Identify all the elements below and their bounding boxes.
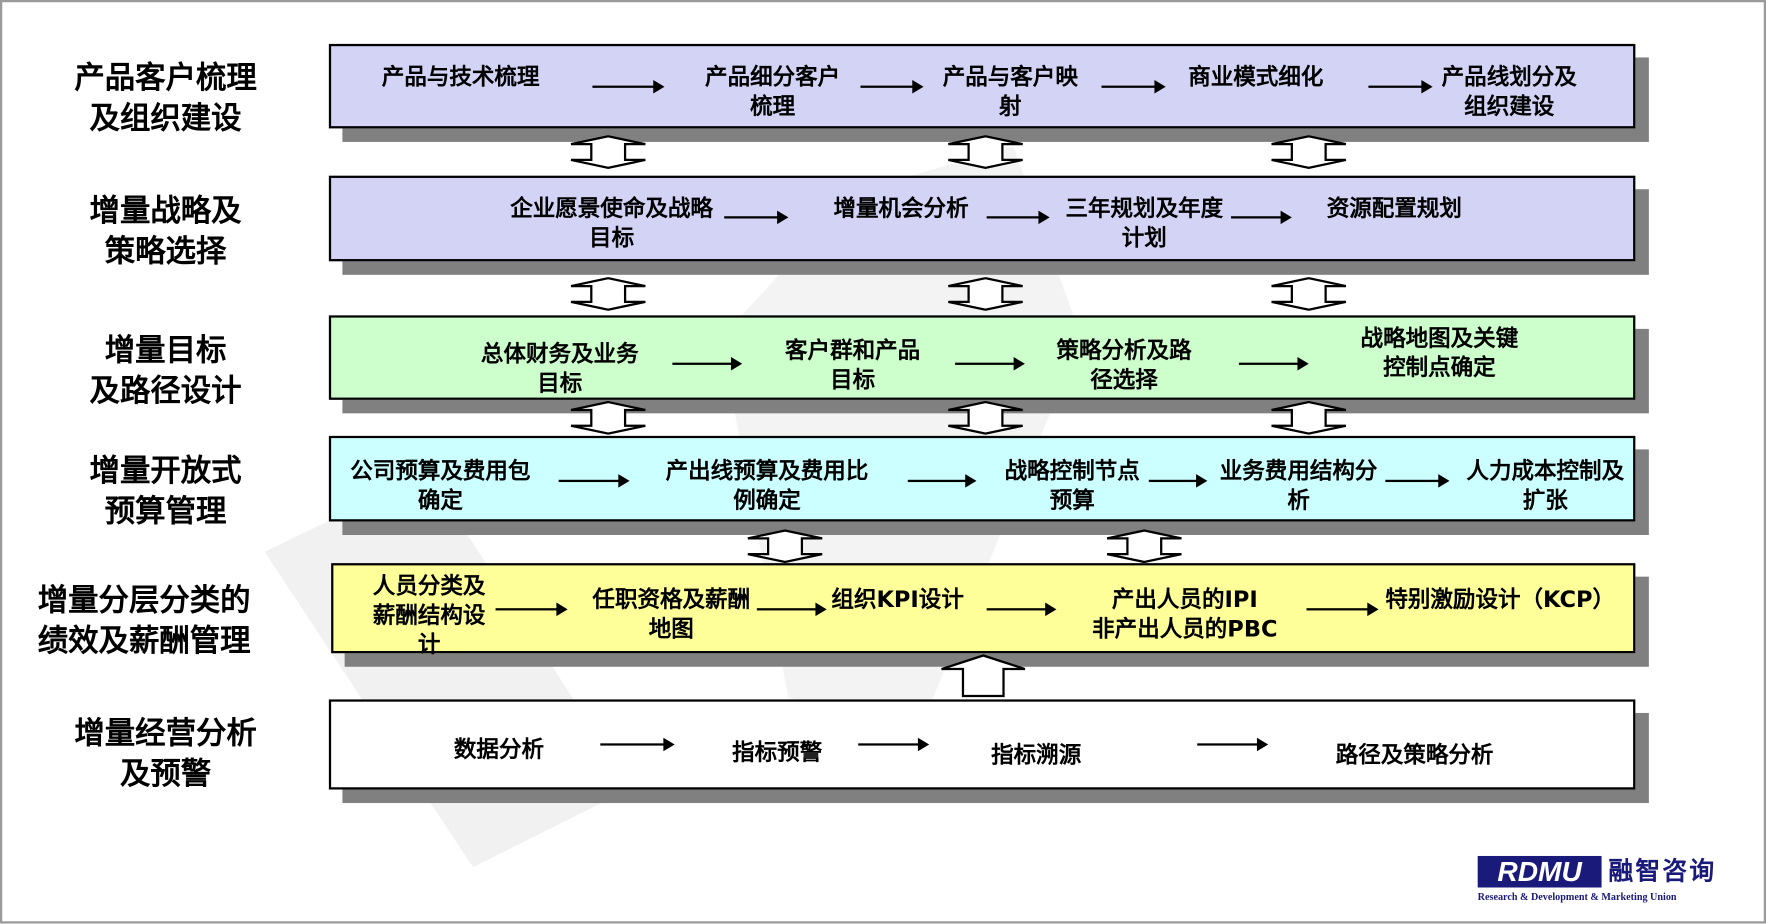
step-item: 产出人员的IPI 非产出人员的PBC [1092, 585, 1278, 642]
double-arrow-icon [948, 277, 1023, 311]
right-arrow-icon [724, 210, 789, 225]
right-arrow-icon [600, 737, 675, 752]
step-item: 人员分类及 薪酬结构设 计 [372, 572, 486, 658]
step-item: 三年规划及年度 计划 [1065, 194, 1224, 252]
row-label: 增量分层分类的 绩效及薪酬管理 [37, 583, 251, 659]
step-item: 指标溯源 [991, 741, 1082, 769]
right-arrow-icon [1197, 737, 1269, 752]
step-item: 任职资格及薪酬 地图 [592, 585, 751, 642]
step-item: 产品与技术梳理 [381, 63, 540, 91]
step-item: 商业模式细化 [1188, 63, 1324, 91]
right-arrow-icon [756, 602, 827, 617]
logo-chinese-name: 融智咨询 [1608, 857, 1717, 887]
right-arrow-icon [858, 737, 930, 752]
step-item: 战略控制节点 预算 [1004, 457, 1140, 514]
right-arrow-icon [955, 357, 1025, 371]
step-item: 策略分析及路 径选择 [1056, 336, 1192, 394]
right-arrow-icon [495, 602, 568, 617]
row-label: 增量开放式 预算管理 [89, 453, 242, 530]
double-arrow-icon [948, 400, 1023, 435]
step-item: 产品细分客户 梳理 [705, 63, 841, 120]
step-item: 产品与客户映 射 [942, 63, 1078, 120]
rdmu-logo: RDMU 融智咨询 Research & Development & Marke… [1477, 855, 1737, 906]
double-arrow-icon [570, 135, 646, 169]
right-arrow-icon [1238, 357, 1309, 371]
stage-box-6 [328, 699, 1636, 790]
stage-box-3 [328, 315, 1636, 400]
right-arrow-icon [1101, 79, 1166, 94]
row-label: 增量战略及 策略选择 [89, 193, 242, 270]
step-item: 路径及策略分析 [1335, 741, 1494, 769]
right-arrow-icon [860, 79, 924, 94]
stage-box-4 [328, 435, 1636, 522]
right-arrow-icon [1231, 210, 1292, 225]
step-item: 增量机会分析 [833, 194, 969, 222]
right-arrow-icon [558, 474, 630, 488]
row-label: 增量经营分析 及预警 [74, 716, 257, 792]
step-item: 特别激励设计（KCP） [1385, 585, 1616, 613]
double-arrow-icon [747, 529, 823, 564]
logo-mark: RDMU [1477, 855, 1602, 888]
step-item: 指标预警 [732, 738, 823, 766]
double-arrow-icon [1271, 135, 1347, 169]
step-item: 业务费用结构分 析 [1219, 457, 1378, 514]
stage-box-2 [328, 175, 1636, 262]
double-arrow-icon [948, 135, 1023, 169]
logo-english-name: Research & Development & Marketing Union [1477, 890, 1677, 903]
right-arrow-icon [672, 357, 743, 371]
step-item: 产出线预算及费用比 例确定 [665, 457, 869, 514]
double-arrow-icon [1106, 529, 1182, 564]
up-arrow-icon [941, 654, 1026, 698]
row-label: 产品客户梳理 及组织建设 [74, 60, 257, 137]
step-item: 资源配置规划 [1326, 194, 1462, 222]
double-arrow-icon [1271, 277, 1347, 311]
right-arrow-icon [1148, 474, 1208, 488]
right-arrow-icon [592, 79, 665, 94]
step-item: 组织KPI设计 [831, 585, 964, 613]
double-arrow-icon [570, 277, 646, 311]
step-item: 客户群和产品 目标 [785, 336, 921, 394]
step-item: 企业愿景使命及战略 目标 [510, 194, 713, 252]
right-arrow-icon [907, 474, 977, 488]
step-item: 人力成本控制及 扩张 [1466, 457, 1625, 514]
right-arrow-icon [986, 210, 1050, 225]
right-arrow-icon [1368, 79, 1433, 94]
double-arrow-icon [570, 400, 646, 435]
step-item: 总体财务及业务 目标 [480, 340, 639, 397]
step-item: 战略地图及关键 控制点确定 [1360, 324, 1519, 381]
step-item: 公司预算及费用包 确定 [350, 457, 531, 514]
double-arrow-icon [1271, 400, 1347, 435]
step-item: 数据分析 [453, 735, 544, 763]
right-arrow-icon [1385, 474, 1450, 488]
row-label: 增量目标 及路径设计 [89, 333, 242, 409]
right-arrow-icon [986, 602, 1057, 617]
step-item: 产品线划分及 组织建设 [1441, 63, 1577, 120]
right-arrow-icon [1306, 602, 1379, 617]
